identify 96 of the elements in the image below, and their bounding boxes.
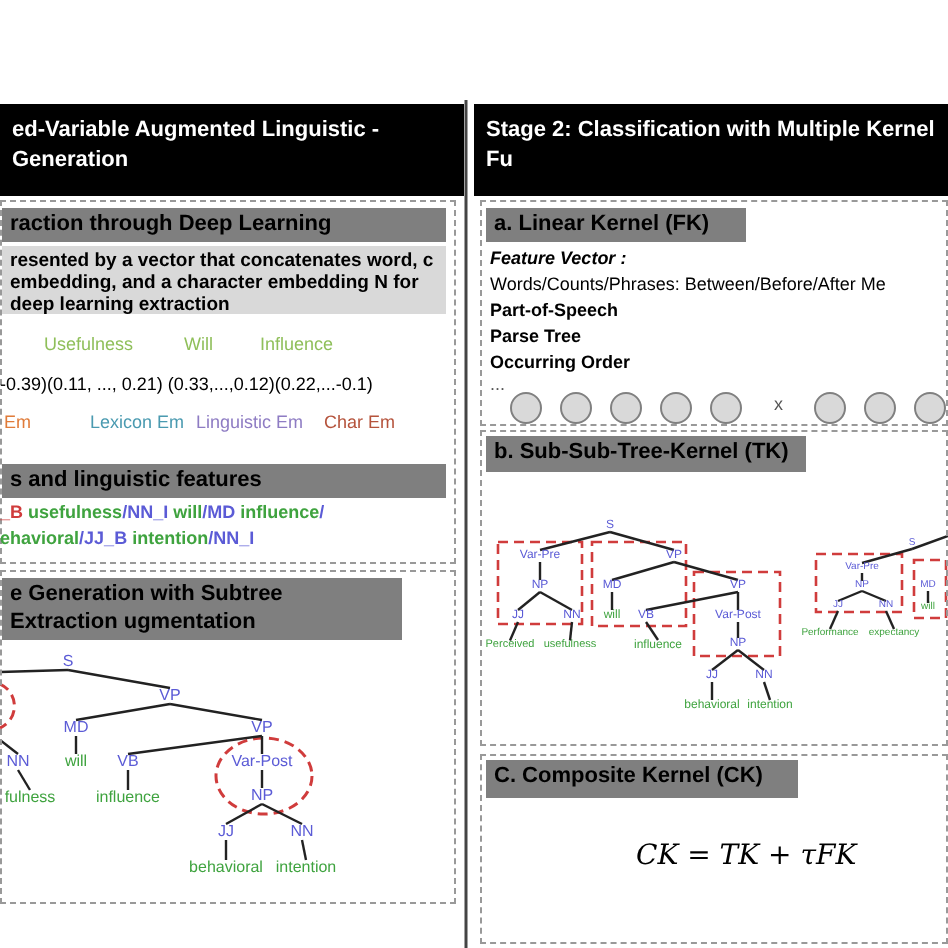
tree-branch [884,610,896,630]
tree-branch [610,592,614,610]
tree-branch [645,590,739,612]
vector-circle [560,392,592,424]
tree-branch [75,702,171,722]
tree-branch [0,739,19,755]
feature-text: Occurring Order [490,352,631,374]
tree-tag-label: JJ [218,824,234,840]
tree-branch [611,560,675,582]
tree-tag-label: MD [63,720,89,736]
tree-branch [126,770,130,790]
embedding-label: Linguistic Em [196,412,304,434]
tree-branch [260,770,264,788]
tree-branch [736,622,740,638]
tree-branch [67,668,171,690]
tree-branch [861,547,913,565]
vector-circle [510,392,542,424]
section-heading: a. Linear Kernel (FK) [486,208,746,242]
tree-word-label: will [64,754,88,770]
tree-branch [860,573,864,581]
tree-tag-label: VB [117,754,139,770]
tree-branch [673,560,739,582]
tree-branch [508,621,520,641]
vector-circle [710,392,742,424]
word-label: Influence [260,334,334,356]
vector-circle [914,392,946,424]
tree-tag-label: NN [6,754,30,770]
vector-values: -0.39)(0.11, ..., 0.21) (0.33,...,0.12)(0.22,...-0.1) [0,374,373,396]
tree-branch [645,621,659,641]
embedding-label: Char Em [324,412,396,434]
dashed-panel [480,200,948,426]
tree-branch [260,736,264,754]
tagged-sentence: _B usefulness/NN_I will/MD influence/ [0,502,325,524]
tree-branch [861,589,887,603]
embedding-label: Lexicon Em [90,412,185,434]
tree-branch [568,621,574,641]
tree-branch [225,802,263,826]
feature-text: Part-of-Speech [490,300,619,322]
feature-text: Words/Counts/Phrases: Between/Before/After Me [490,274,886,296]
tree-branch [609,530,675,552]
tree-word-label: influence [95,790,161,806]
tree-branch [517,591,541,611]
tree-branch [710,682,714,700]
multiply-sign: x [774,394,783,416]
word-label: Usefulness [44,334,134,356]
tree-branch [169,702,263,722]
vector-circle [814,392,846,424]
feature-text: ... [490,374,506,396]
tree-tag-label: NN [290,824,314,840]
tree-branch [762,681,772,701]
dashed-panel [480,754,948,944]
formula: CK = TK + τFK [636,840,857,874]
word-label: Will [184,334,213,356]
tree-branch [911,534,948,551]
tree-tag-label: Var-Post [231,754,293,770]
section-heading: C. Composite Kernel (CK) [486,760,798,798]
section-heading: raction through Deep Learning [2,208,446,242]
tree-branch [828,610,840,630]
dashed-panel [480,430,948,746]
stage-header: Stage 2: Classification with Multiple Kernel Fu [474,104,948,196]
tree-branch [539,590,573,612]
tree-tag-label: NP [250,788,274,804]
tree-tag-label: S [62,654,74,670]
vector-circle [864,392,896,424]
vector-circle [660,392,692,424]
tree-tag-label: VP [251,720,273,736]
tree-branch [74,736,78,754]
tagged-sentence: ehavioral/JJ_B intention/NN_I [0,528,255,550]
tree-branch [300,839,308,861]
tree-branch [224,840,228,860]
feature-text: Parse Tree [490,326,582,348]
tree-branch [0,668,69,674]
description-box: resented by a vector that concatenates word, c embedding, and a character embedding N for deep learning extraction [2,246,446,314]
tree-word-label: fulness [4,790,56,806]
stage-header: ed-Variable Augmented Linguistic - Generation [0,104,464,196]
embedding-label: Em [4,412,31,434]
tree-branch [261,802,303,826]
feature-text: Feature Vector : [490,248,627,270]
tree-branch [539,530,611,552]
dashed-panel [0,570,456,904]
section-heading: b. Sub-Sub-Tree-Kernel (TK) [486,436,806,472]
tree-branch [711,649,739,671]
tree-branch [837,589,863,603]
tree-branch [926,591,930,603]
section-heading: e Generation with Subtree Extraction ugmentation [2,578,402,640]
section-heading: s and linguistic features [2,464,446,498]
tree-branch [538,562,542,580]
tree-branch [16,769,32,791]
tree-branch [736,592,740,610]
tree-branch [737,649,765,671]
tree-word-label: intention [275,860,337,876]
tree-tag-label: VP [159,688,181,704]
tree-branch [127,734,263,756]
tree-word-label: behavioral [189,860,263,876]
vector-circle [610,392,642,424]
dashed-panel [0,200,456,564]
